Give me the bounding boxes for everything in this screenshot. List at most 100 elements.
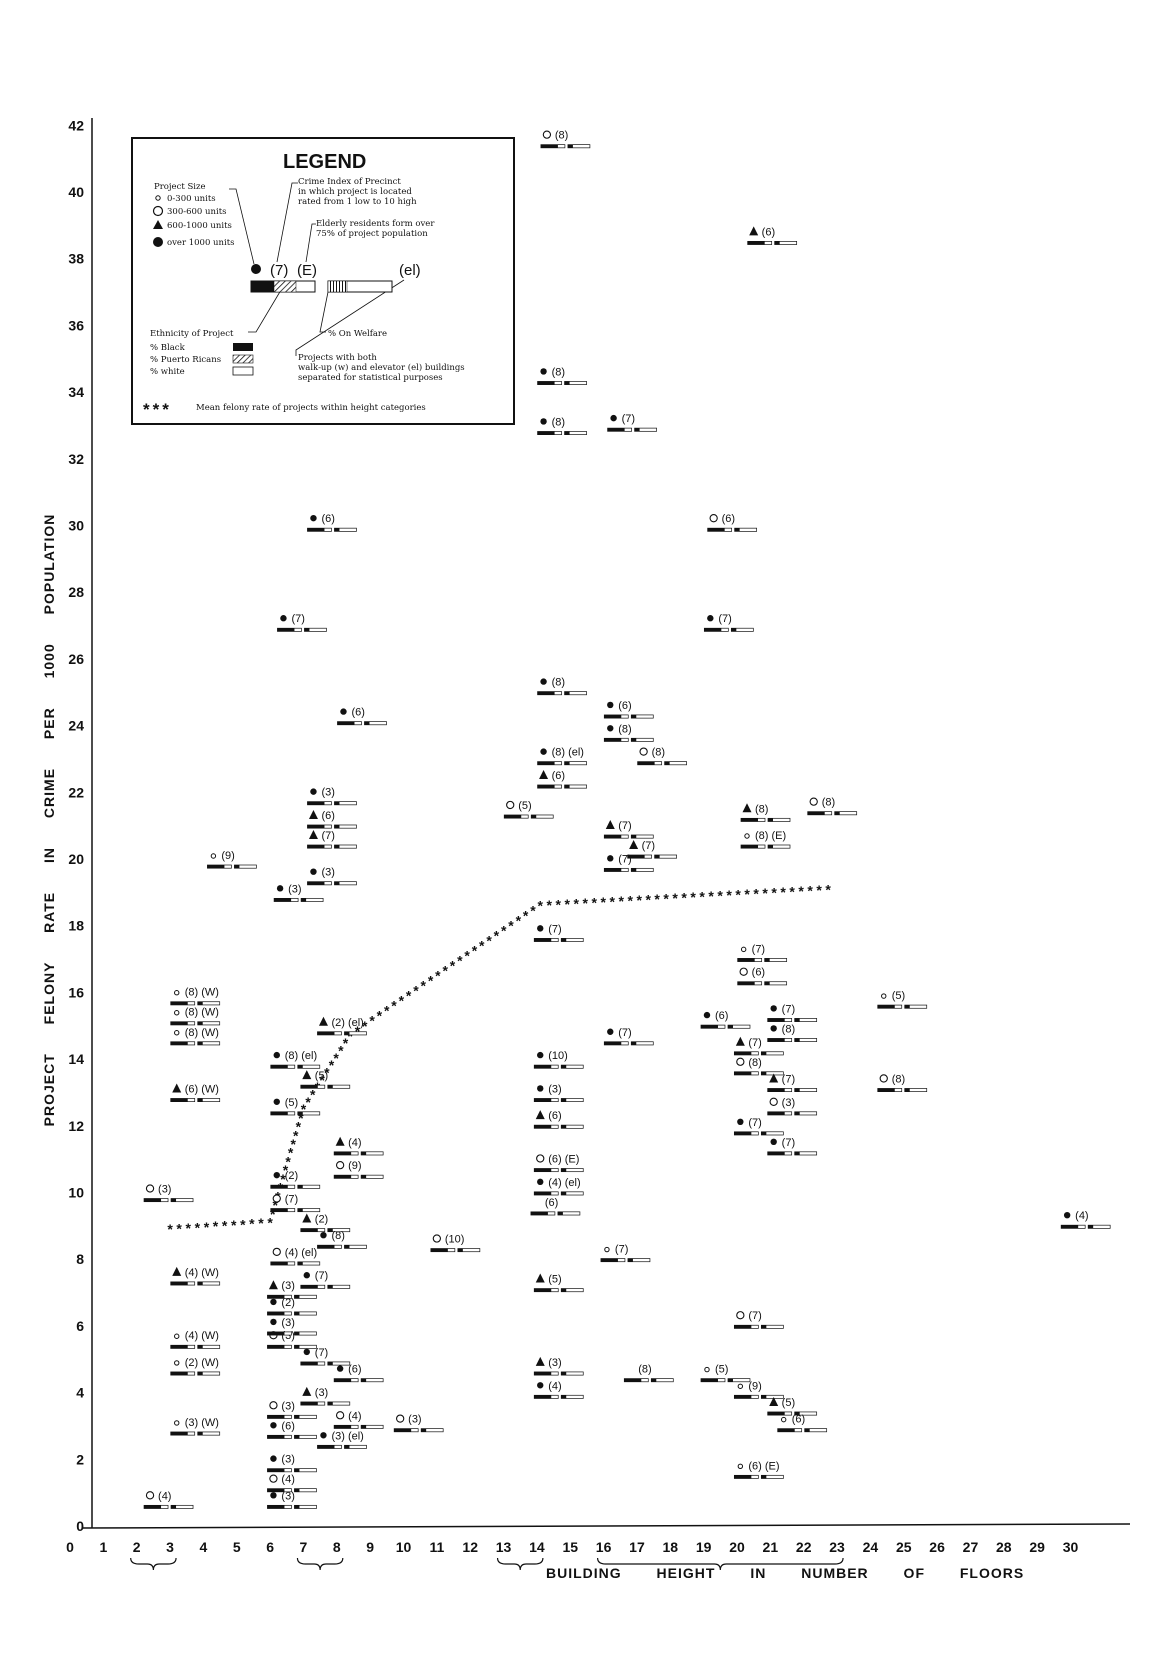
project-point: (6) [707, 513, 758, 532]
mean-asterisk: * [699, 889, 705, 905]
project-point: (3) [307, 787, 357, 806]
project-label: (4) (el) [548, 1177, 580, 1189]
x-axis [81, 1523, 1131, 1529]
welfare-fill [561, 1395, 567, 1399]
mean-asterisk: * [258, 1215, 264, 1231]
ethnicity-black-fill [267, 1311, 285, 1316]
welfare-fill [294, 1468, 300, 1472]
project-point: (8) (W) [170, 1007, 221, 1026]
ethnicity-black-fill [604, 868, 622, 872]
ethnicity-black-fill [704, 628, 722, 632]
mid-project-triangle-icon [629, 839, 639, 849]
project-label: (3) [408, 1414, 421, 1426]
y-tick-label: 6 [76, 1318, 84, 1334]
welfare-fill [361, 1175, 367, 1179]
ethnicity-black-fill [877, 1088, 895, 1092]
ethnicity-black-fill [300, 1361, 318, 1366]
project-label: (7) [748, 1117, 761, 1129]
project-point: (3) [267, 1400, 317, 1419]
legend-size-2: 600-1000 units [167, 221, 232, 231]
mean-asterisk: * [717, 888, 723, 904]
ethnicity-black-fill [537, 784, 555, 789]
welfare-fill [567, 144, 573, 148]
mean-asterisk: * [573, 896, 579, 912]
ethnicity-black-fill [877, 1005, 895, 1009]
medium-project-open-circle-icon [272, 1247, 281, 1257]
welfare-fill [561, 1191, 567, 1196]
mean-asterisk: * [305, 1094, 311, 1110]
project-point: (8) [623, 1364, 674, 1383]
large-project-filled-circle-icon [273, 1171, 280, 1179]
welfare-fill [564, 431, 570, 435]
legend-ethnicity-1: % Puerto Ricans [150, 355, 221, 365]
project-point: (7) [733, 1117, 784, 1136]
project-point: (6) [307, 513, 357, 532]
ethnicity-black-fill [170, 1021, 188, 1025]
welfare-fill [297, 1111, 303, 1115]
ethnicity-black-fill [737, 981, 755, 985]
ethnicity-black-fill [267, 1435, 285, 1439]
y-tick-label: 0 [76, 1518, 84, 1534]
x-tick-label: 15 [562, 1539, 578, 1555]
ethnicity-black-fill [307, 844, 325, 849]
ethnicity-black-fill [700, 1025, 718, 1029]
x-tick-label: 12 [462, 1539, 478, 1555]
height-group-braces [130, 1557, 844, 1571]
project-point: (7) [300, 1347, 351, 1366]
welfare-fill [561, 1371, 567, 1376]
project-point: (6) [533, 1110, 584, 1129]
y-tick-label: 26 [68, 651, 84, 667]
small-project-circle-icon [174, 1333, 180, 1339]
project-point: (3) [533, 1083, 584, 1102]
welfare-fill [531, 814, 537, 819]
ethnicity-black-fill [144, 1505, 162, 1509]
mean-asterisk: * [355, 1023, 361, 1039]
x-tick-label: 2 [133, 1539, 141, 1555]
welfare-fill [561, 1065, 567, 1069]
welfare-fill [304, 628, 310, 632]
large-project-filled-circle-icon [770, 1138, 777, 1146]
welfare-fill [764, 981, 770, 985]
welfare-fill [654, 854, 660, 859]
mean-asterisk: * [508, 918, 514, 934]
welfare-fill [794, 1111, 800, 1115]
project-label: (4) [348, 1137, 361, 1149]
large-project-filled-circle-icon [607, 1028, 614, 1035]
project-point: (3) [267, 1280, 317, 1299]
mean-asterisk: * [753, 886, 759, 902]
legend-size-1: 300-600 units [167, 207, 226, 217]
project-point: (8) [767, 1023, 818, 1042]
medium-project-open-circle-icon [809, 797, 818, 806]
project-point: (4) (W) [170, 1266, 221, 1286]
welfare-fill [171, 1505, 177, 1509]
mean-asterisk: * [280, 1171, 286, 1187]
project-label: (8) [552, 416, 565, 428]
ethnicity-black-fill [534, 1371, 552, 1376]
y-tick-label: 34 [68, 384, 84, 400]
medium-project-open-circle-icon [269, 1474, 278, 1483]
legend-welfare-note: % On Welfare [328, 329, 387, 339]
mean-asterisk: * [479, 938, 485, 954]
medium-project-open-circle-icon [769, 1097, 778, 1106]
mean-asterisk: * [167, 1221, 173, 1237]
height-group-brace [597, 1557, 844, 1571]
mean-asterisk: * [582, 895, 588, 911]
project-label: (7) [782, 1073, 795, 1085]
legend-leader-ethnicity [248, 289, 282, 333]
welfare-fill [727, 1025, 733, 1029]
project-label: (5) [715, 1364, 728, 1376]
project-label: (8) [822, 797, 835, 809]
large-project-filled-circle-icon [537, 1085, 544, 1092]
legend-triangle-icon [153, 220, 163, 229]
project-point: (6) [747, 226, 798, 245]
welfare-fill [297, 1208, 303, 1212]
large-project-filled-circle-icon [336, 1365, 344, 1372]
project-label: (5) [518, 800, 531, 812]
ethnicity-black-fill [734, 1051, 752, 1055]
project-point: (8) (el) [537, 747, 587, 766]
ethnicity-black-fill [267, 1415, 285, 1419]
project-label: (2) (W) [185, 1357, 219, 1369]
ethnicity-black-fill [707, 528, 725, 532]
large-project-filled-circle-icon [537, 1382, 544, 1389]
project-point: (10) [430, 1234, 481, 1253]
